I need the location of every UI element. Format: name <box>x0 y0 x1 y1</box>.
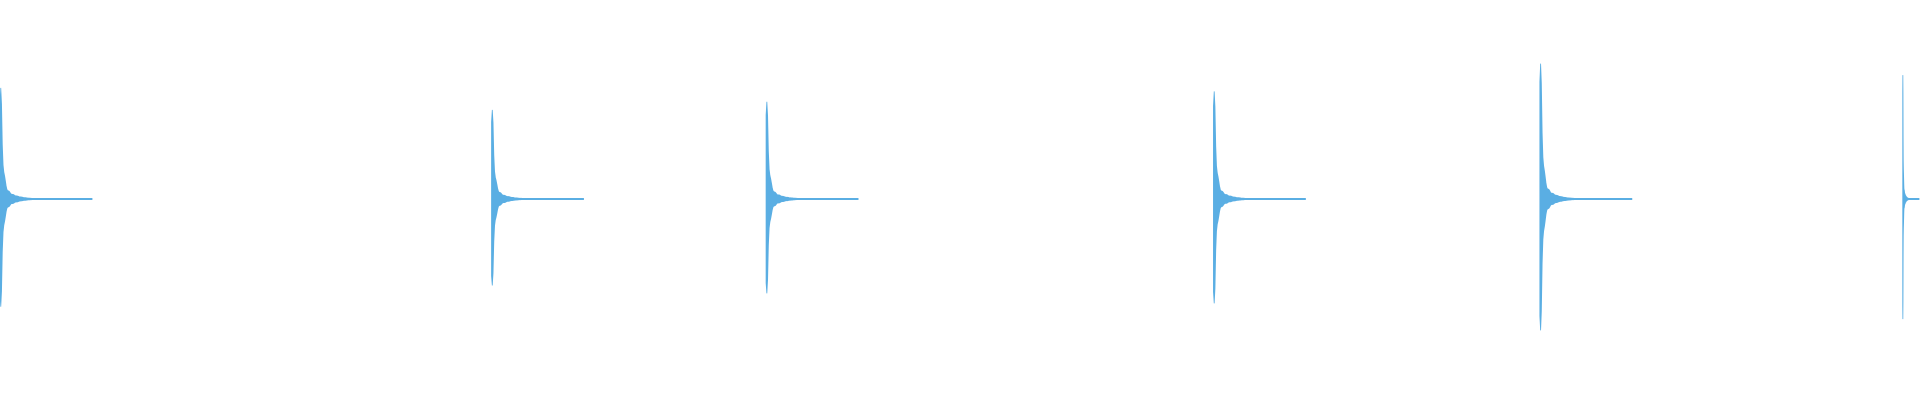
waveform-transient-6 <box>1902 75 1920 320</box>
waveform-transient-2 <box>491 109 584 286</box>
waveform-transient-4 <box>1213 91 1306 304</box>
waveform-transient-3 <box>765 101 859 294</box>
waveform-transient-5 <box>1539 63 1633 331</box>
waveform-events <box>0 63 1920 331</box>
waveform-transient-1 <box>0 87 93 307</box>
